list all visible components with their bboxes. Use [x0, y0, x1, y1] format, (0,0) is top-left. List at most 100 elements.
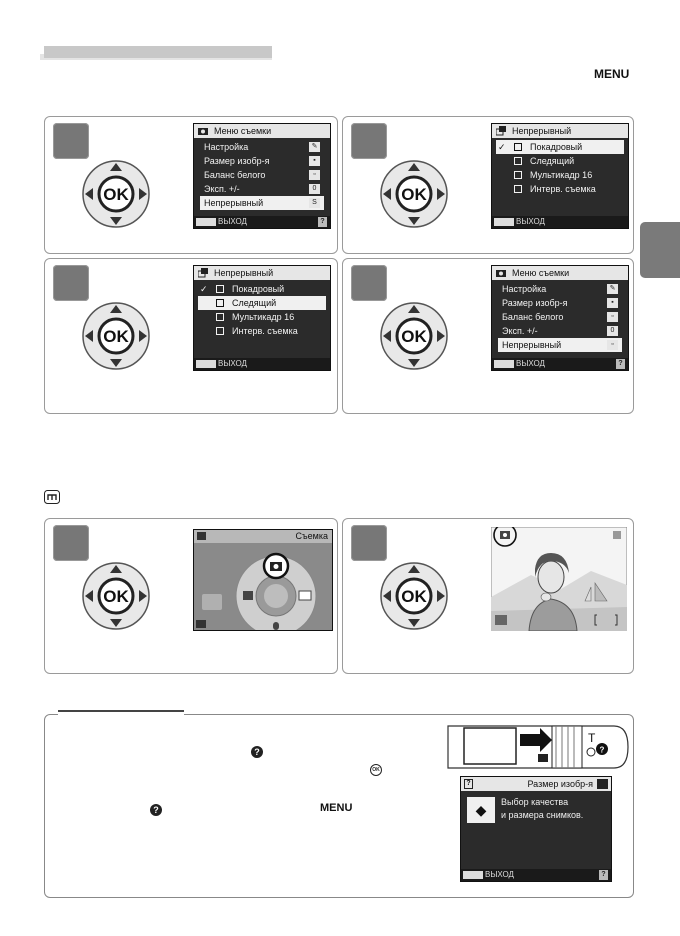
- lcd-title: Размер изобр-я: [527, 779, 593, 789]
- step-panel-2: OK Непрерывный ✓Покадровый Следящий Муль…: [342, 116, 634, 254]
- svg-text:OK: OK: [401, 327, 427, 346]
- camera-large-icon: [202, 594, 222, 610]
- camera-icon: [496, 270, 506, 277]
- step-number-box: [351, 525, 387, 561]
- ok-dpad-icon: OK: [380, 302, 448, 370]
- svg-text:OK: OK: [103, 587, 129, 606]
- multishot-icon: [514, 171, 522, 179]
- menu-item-image-size[interactable]: Размер изобр-я▪: [498, 296, 622, 310]
- lcd-footer: ВЫХОД: [194, 358, 330, 370]
- white-balance-icon: ▫: [309, 170, 320, 180]
- zoom-control-illustration: T ?: [447, 725, 629, 769]
- svg-text:OK: OK: [401, 587, 427, 606]
- option-continuous[interactable]: Следящий: [198, 296, 326, 310]
- step-panel-6: OK: [342, 518, 634, 674]
- single-icon: [514, 143, 522, 151]
- lcd-continuous-menu: Непрерывный ✓Покадровый Следящий Мультик…: [193, 265, 331, 371]
- menu-item-setup[interactable]: Настройка✎: [498, 282, 622, 296]
- step-panel-5: OK Съемка: [44, 518, 338, 674]
- continuous-icon: [198, 268, 208, 278]
- help-icon: ?: [616, 359, 625, 369]
- lcd-header: Меню съемки: [194, 124, 330, 138]
- help-button-icon: ?: [150, 804, 162, 816]
- svg-text:?: ?: [600, 746, 605, 755]
- white-balance-icon: ▫: [607, 312, 618, 322]
- lcd-title: Непрерывный: [214, 268, 274, 278]
- ok-button-icon: OK: [370, 764, 382, 776]
- exposure-value: 0: [607, 326, 618, 336]
- option-continuous[interactable]: Следящий: [496, 154, 624, 168]
- setup-icon: ✎: [607, 284, 618, 294]
- menu-item-exposure[interactable]: Эксп. +/-0: [498, 324, 622, 338]
- setup-icon: ✎: [309, 142, 320, 152]
- continuous-icon: [216, 299, 224, 307]
- option-multishot-16[interactable]: Мультикадр 16: [198, 310, 326, 324]
- menu-item-white-balance[interactable]: Баланс белого▫: [200, 168, 324, 182]
- menu-item-continuous[interactable]: Непрерывный▫: [498, 338, 622, 352]
- shooting-preview-photo: [491, 527, 627, 631]
- lcd-footer: ВЫХОД?: [461, 869, 611, 881]
- step-panel-4: OK Меню съемки Настройка✎ Размер изобр-я…: [342, 258, 634, 414]
- help-icon: ?: [318, 217, 327, 227]
- svg-text:T: T: [588, 731, 596, 745]
- help-icon: ?: [464, 779, 473, 789]
- image-size-icon: [597, 779, 608, 789]
- lcd-title: Непрерывный: [512, 126, 572, 136]
- ok-dpad-icon: OK: [380, 562, 448, 630]
- lcd-title: Меню съемки: [512, 268, 570, 278]
- help-icon: ?: [599, 870, 608, 880]
- step-number-box: [53, 123, 89, 159]
- mode-button-icon: [44, 490, 60, 504]
- lcd-footer: ВЫХОД: [492, 216, 628, 228]
- single-icon: [216, 285, 224, 293]
- step-panel-3: OK Непрерывный ✓Покадровый Следящий Муль…: [44, 258, 338, 414]
- ok-dpad-icon: OK: [82, 562, 150, 630]
- single-mode-badge: S: [309, 198, 320, 208]
- chapter-tab: [640, 222, 680, 278]
- ok-chip-icon: [196, 620, 206, 628]
- option-single[interactable]: ✓Покадровый: [200, 284, 285, 294]
- lcd-header: Непрерывный: [492, 124, 628, 138]
- menu-item-white-balance[interactable]: Баланс белого▫: [498, 310, 622, 324]
- lcd-mode-dial: Съемка: [193, 529, 333, 631]
- lcd-continuous-menu: Непрерывный ✓Покадровый Следящий Мультик…: [491, 123, 629, 229]
- lcd-header: Меню съемки: [492, 266, 628, 280]
- lcd-help-screen: ? Размер изобр-я ◆ Выбор качества и разм…: [460, 776, 612, 882]
- menu-item-exposure[interactable]: Эксп. +/-0: [200, 182, 324, 196]
- menu-item-image-size[interactable]: Размер изобр-я▪: [200, 154, 324, 168]
- step-number-box: [53, 525, 89, 561]
- lcd-header: ? Размер изобр-я: [461, 777, 611, 791]
- option-multishot-16[interactable]: Мультикадр 16: [496, 168, 624, 182]
- svg-text:OK: OK: [103, 185, 129, 204]
- step-number-box: [351, 265, 387, 301]
- tip-menu-label: MENU: [320, 802, 353, 814]
- check-icon: ✓: [200, 284, 208, 294]
- interval-icon: [514, 185, 522, 193]
- tip-title-bar: [58, 710, 184, 718]
- ok-dpad-icon: OK: [82, 160, 150, 228]
- lcd-shooting-menu: Меню съемки Настройка✎ Размер изобр-я▪ Б…: [193, 123, 331, 229]
- section-title-bar: [44, 46, 272, 58]
- ok-dpad-icon: OK: [380, 160, 448, 228]
- image-size-icon: ▪: [607, 298, 618, 308]
- option-single[interactable]: ✓Покадровый: [496, 140, 624, 154]
- menu-button-label: MENU: [594, 67, 630, 81]
- menu-chip-icon: [494, 360, 514, 368]
- lcd-title: Меню съемки: [214, 126, 272, 136]
- menu-chip-icon: [494, 218, 514, 226]
- interval-icon: [216, 327, 224, 335]
- multishot-icon: [216, 313, 224, 321]
- help-text-line-1: Выбор качества: [501, 797, 569, 807]
- option-interval[interactable]: Интерв. съемка: [496, 182, 624, 196]
- step-number-box: [53, 265, 89, 301]
- camera-icon: [198, 128, 208, 135]
- svg-text:OK: OK: [401, 185, 427, 204]
- option-interval[interactable]: Интерв. съемка: [198, 324, 326, 338]
- menu-item-setup[interactable]: Настройка✎: [200, 140, 324, 154]
- image-size-icon: ▪: [309, 156, 320, 166]
- continuous-mode-icon: ▫: [607, 340, 618, 350]
- mode-label-bar: Съемка: [194, 530, 332, 543]
- continuous-icon: [514, 157, 522, 165]
- lcd-shooting-menu: Меню съемки Настройка✎ Размер изобр-я▪ Б…: [491, 265, 629, 371]
